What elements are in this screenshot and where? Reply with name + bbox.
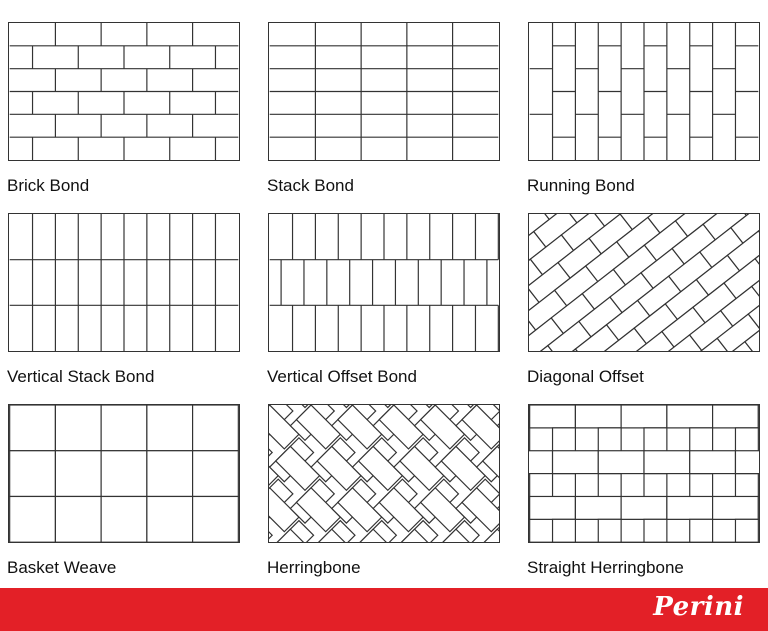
diagonal-offset-diagram [528, 213, 760, 352]
tile [316, 528, 362, 542]
tile [551, 518, 576, 542]
diagonal-offset-label: Diagonal Offset [527, 367, 644, 386]
tile [529, 405, 576, 429]
tile [666, 405, 714, 429]
vertical-stack-bond-label: Vertical Stack Bond [7, 367, 155, 386]
tile [574, 405, 622, 429]
tile [620, 495, 668, 520]
tile [734, 450, 759, 475]
tile [461, 405, 499, 450]
vertical-offset-bond-label: Vertical Offset Bond [267, 367, 417, 386]
tile [757, 405, 759, 429]
tile [100, 495, 148, 542]
brick-bond-label: Brick Bond [7, 176, 90, 195]
tile [481, 445, 499, 492]
tile [9, 450, 56, 498]
tile [419, 486, 466, 533]
tile [563, 214, 609, 224]
tile [750, 261, 759, 303]
tile [643, 450, 691, 475]
tile [529, 450, 554, 475]
herringbone-label: Herringbone [267, 558, 361, 577]
tile [378, 405, 424, 450]
tile [54, 405, 102, 452]
vertical-offset-bond-diagram [268, 213, 500, 352]
tile [269, 405, 300, 450]
basket-weave-label: Basket Weave [7, 558, 117, 577]
tile [399, 528, 445, 542]
tile [744, 316, 759, 351]
tile [274, 528, 321, 542]
tile [419, 405, 466, 450]
tile [747, 288, 759, 331]
tile [597, 450, 645, 475]
tile [146, 405, 194, 452]
tile [440, 528, 487, 542]
herringbone-diagram [268, 404, 500, 543]
tile [316, 445, 362, 492]
tile [734, 518, 759, 542]
tile [192, 405, 239, 452]
tile [269, 486, 300, 533]
tile [9, 495, 56, 542]
tile [146, 495, 194, 542]
tile [54, 450, 102, 498]
tile [192, 495, 239, 542]
vertical-stack-bond-diagram [8, 213, 240, 352]
tile [689, 450, 737, 475]
tile [399, 445, 445, 492]
tile [269, 519, 274, 542]
footer-bar: Perini [0, 588, 768, 631]
tile [100, 405, 148, 452]
tile [666, 495, 714, 520]
brick-bond-diagram [8, 22, 240, 161]
tile [192, 450, 239, 498]
tile [146, 450, 194, 498]
straight-herringbone-diagram [528, 404, 760, 543]
straight-herringbone-label: Straight Herringbone [527, 558, 684, 577]
running-bond-diagram [528, 22, 760, 161]
tile [689, 518, 714, 542]
brand-logo: Perini [653, 592, 744, 622]
tile [357, 445, 404, 492]
tile [643, 518, 668, 542]
tile [712, 495, 759, 520]
tile [574, 495, 622, 520]
tile [529, 495, 576, 520]
tile [357, 528, 404, 542]
tile [336, 486, 383, 533]
stack-bond-label: Stack Bond [267, 176, 354, 195]
tile [100, 450, 148, 498]
tile [712, 405, 759, 429]
stack-bond-diagram [268, 22, 500, 161]
tile [757, 495, 759, 520]
tile [461, 486, 499, 533]
basket-weave-diagram [8, 404, 240, 543]
tile [620, 405, 668, 429]
tile [54, 495, 102, 542]
tile [269, 445, 280, 492]
tile [336, 405, 383, 450]
tile [9, 405, 56, 452]
tile [481, 528, 499, 542]
tile [440, 445, 487, 492]
tile [378, 486, 424, 533]
tile [529, 518, 531, 542]
running-bond-label: Running Bond [527, 176, 635, 195]
tile [551, 450, 599, 475]
tile [597, 518, 622, 542]
tile [295, 486, 342, 533]
tile [295, 405, 342, 450]
tile [274, 445, 321, 492]
